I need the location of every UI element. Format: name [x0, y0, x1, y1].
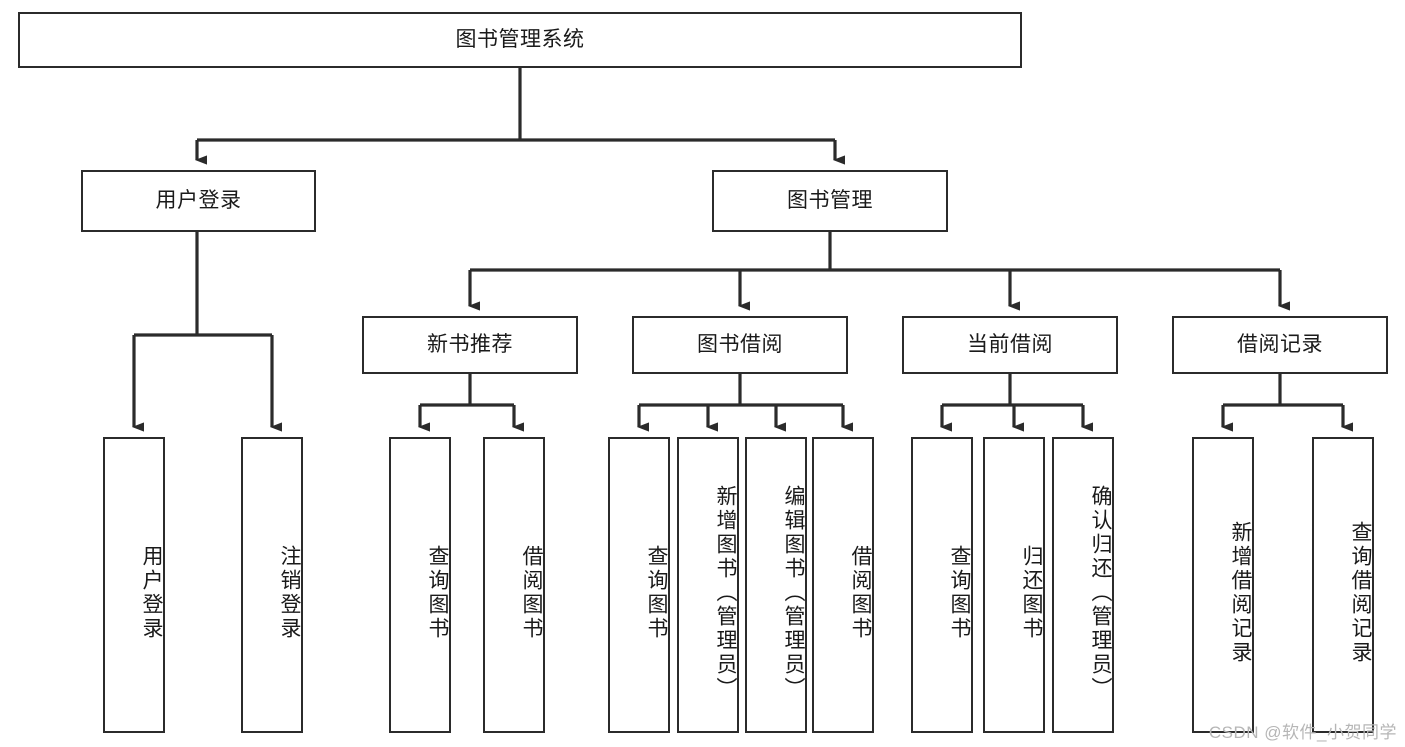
node-leaf-query-book-borrow[interactable]: 查询图书 — [608, 437, 670, 733]
node-borrow-records-label: 借阅记录 — [1237, 333, 1323, 357]
node-leaf-query-book-current[interactable]: 查询图书 — [911, 437, 973, 733]
node-current-borrow-label: 当前借阅 — [967, 333, 1053, 357]
node-new-book-recommend-label: 新书推荐 — [427, 333, 513, 357]
node-leaf-borrow-book-label: 借阅图书 — [849, 545, 872, 641]
node-leaf-confirm-return-admin-label: 确认归还（管理员） — [1089, 485, 1112, 701]
node-leaf-return-book-label: 归还图书 — [1020, 545, 1043, 641]
node-user-login[interactable]: 用户登录 — [81, 170, 316, 232]
node-leaf-query-book-borrow-label: 查询图书 — [645, 545, 668, 641]
node-book-management-label: 图书管理 — [787, 189, 873, 213]
node-leaf-user-login-label: 用户登录 — [140, 545, 163, 641]
node-leaf-logout-label: 注销登录 — [278, 545, 301, 641]
node-leaf-confirm-return-admin[interactable]: 确认归还（管理员） — [1052, 437, 1114, 733]
node-leaf-query-book-current-label: 查询图书 — [948, 545, 971, 641]
node-root-label: 图书管理系统 — [455, 28, 585, 52]
node-leaf-borrow-book-recommend-label: 借阅图书 — [520, 545, 543, 641]
node-leaf-query-borrow-record-label: 查询借阅记录 — [1349, 521, 1372, 665]
node-borrow-records[interactable]: 借阅记录 — [1172, 316, 1388, 374]
watermark: CSDN @软件_小贺同学 — [1208, 723, 1397, 742]
node-leaf-borrow-book[interactable]: 借阅图书 — [812, 437, 874, 733]
node-new-book-recommend[interactable]: 新书推荐 — [362, 316, 578, 374]
node-leaf-edit-book-admin[interactable]: 编辑图书（管理员） — [745, 437, 807, 733]
node-leaf-user-login[interactable]: 用户登录 — [103, 437, 165, 733]
node-user-login-label: 用户登录 — [155, 189, 242, 213]
node-root[interactable]: 图书管理系统 — [18, 12, 1022, 68]
node-book-management[interactable]: 图书管理 — [712, 170, 948, 232]
node-current-borrow[interactable]: 当前借阅 — [902, 316, 1118, 374]
node-leaf-query-book-recommend[interactable]: 查询图书 — [389, 437, 451, 733]
node-leaf-edit-book-admin-label: 编辑图书（管理员） — [782, 485, 805, 701]
node-leaf-add-borrow-record[interactable]: 新增借阅记录 — [1192, 437, 1254, 733]
node-leaf-logout[interactable]: 注销登录 — [241, 437, 303, 733]
node-leaf-add-book-admin[interactable]: 新增图书（管理员） — [677, 437, 739, 733]
node-book-borrow-label: 图书借阅 — [697, 333, 783, 357]
node-leaf-query-book-recommend-label: 查询图书 — [426, 545, 449, 641]
node-leaf-query-borrow-record[interactable]: 查询借阅记录 — [1312, 437, 1374, 733]
node-leaf-return-book[interactable]: 归还图书 — [983, 437, 1045, 733]
node-leaf-borrow-book-recommend[interactable]: 借阅图书 — [483, 437, 545, 733]
node-leaf-add-borrow-record-label: 新增借阅记录 — [1229, 521, 1252, 665]
node-leaf-add-book-admin-label: 新增图书（管理员） — [714, 485, 737, 701]
node-book-borrow[interactable]: 图书借阅 — [632, 316, 848, 374]
